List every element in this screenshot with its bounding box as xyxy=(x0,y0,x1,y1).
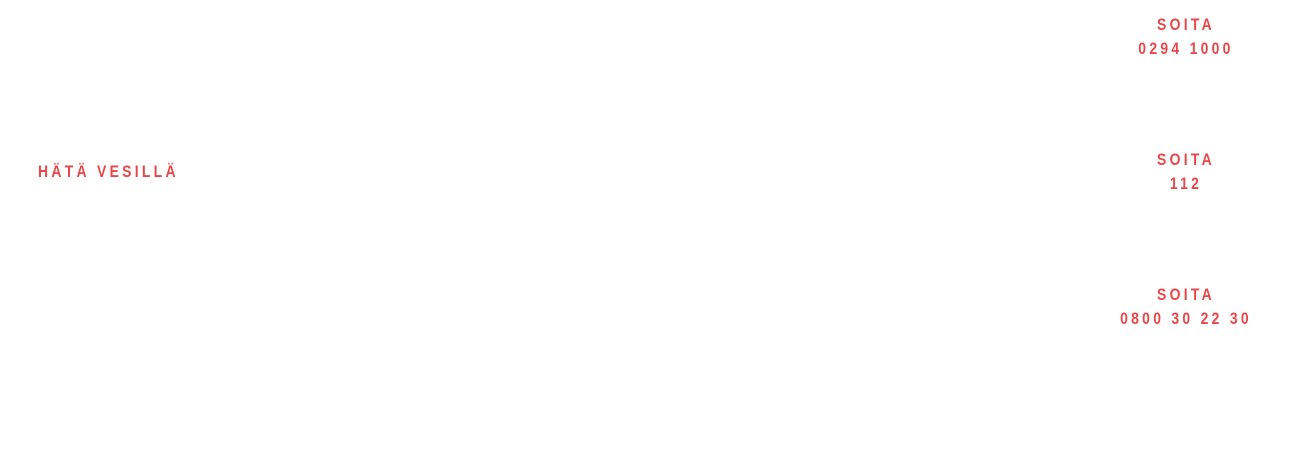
section-title: HÄTÄ VESILLÄ xyxy=(38,162,179,181)
call-action-label: SOITA xyxy=(1157,15,1215,34)
call-action-label: SOITA xyxy=(1157,285,1215,304)
phone-number: 0800 30 22 30 xyxy=(1120,309,1252,328)
call-action-label: SOITA xyxy=(1157,150,1215,169)
phone-number: 112 xyxy=(1169,174,1203,193)
call-link-0800-30-22-30[interactable]: SOITA 0800 30 22 30 xyxy=(1086,283,1286,331)
call-link-0294-1000[interactable]: SOITA 0294 1000 xyxy=(1086,13,1286,61)
call-link-112[interactable]: SOITA 112 xyxy=(1086,148,1286,196)
phone-number: 0294 1000 xyxy=(1138,39,1234,58)
